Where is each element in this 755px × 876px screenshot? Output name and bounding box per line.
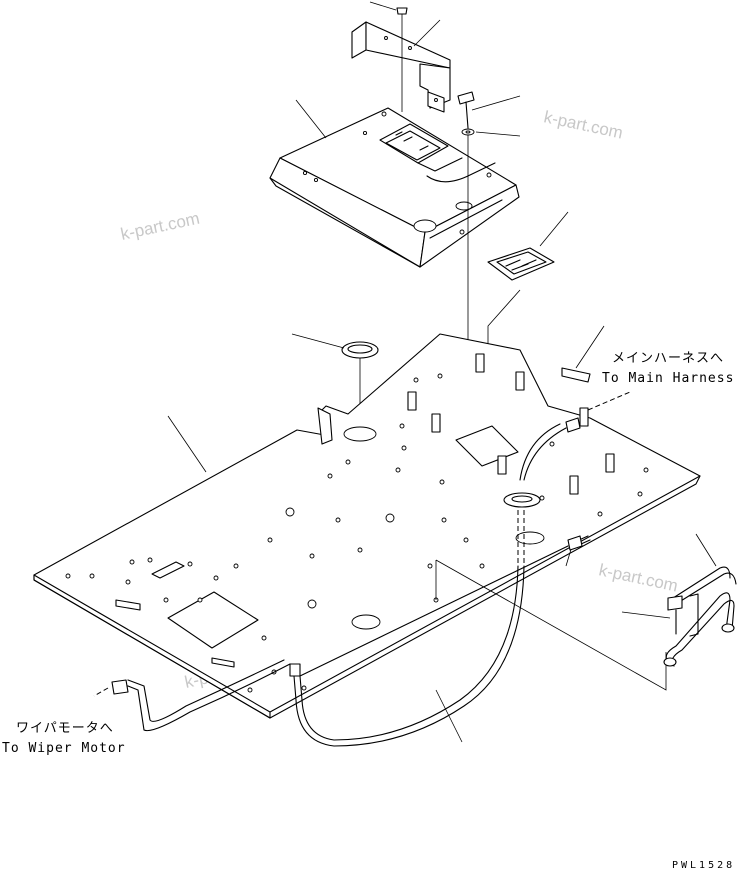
- screw: [396, 7, 408, 112]
- floor-plate: [33, 333, 701, 719]
- main-harness-label-jp: メインハーネスへ: [612, 351, 724, 366]
- plate-holes: [65, 373, 649, 693]
- harness-clip: [561, 325, 605, 383]
- main-harness-label-en: To Main Harness: [602, 371, 734, 386]
- watermark-top-right: k-part.com: [542, 107, 624, 142]
- watermark-right: k-part.com: [597, 560, 679, 595]
- handle-bar: [663, 566, 737, 667]
- wiper-motor-label-jp: ワイパモータへ: [16, 721, 114, 736]
- bracket: [351, 21, 451, 113]
- leader-lines-top: [295, 1, 569, 247]
- bolt: [457, 91, 475, 129]
- wiring-harness: [93, 391, 631, 747]
- wiper-motor-label-en: To Wiper Motor: [2, 741, 126, 756]
- standoffs: [407, 353, 615, 495]
- leader-lines-lower: [167, 415, 717, 743]
- drawing-code: PWL1528: [672, 860, 735, 871]
- watermark-left: k-part.com: [119, 209, 201, 244]
- upper-cover-panel: [269, 107, 520, 268]
